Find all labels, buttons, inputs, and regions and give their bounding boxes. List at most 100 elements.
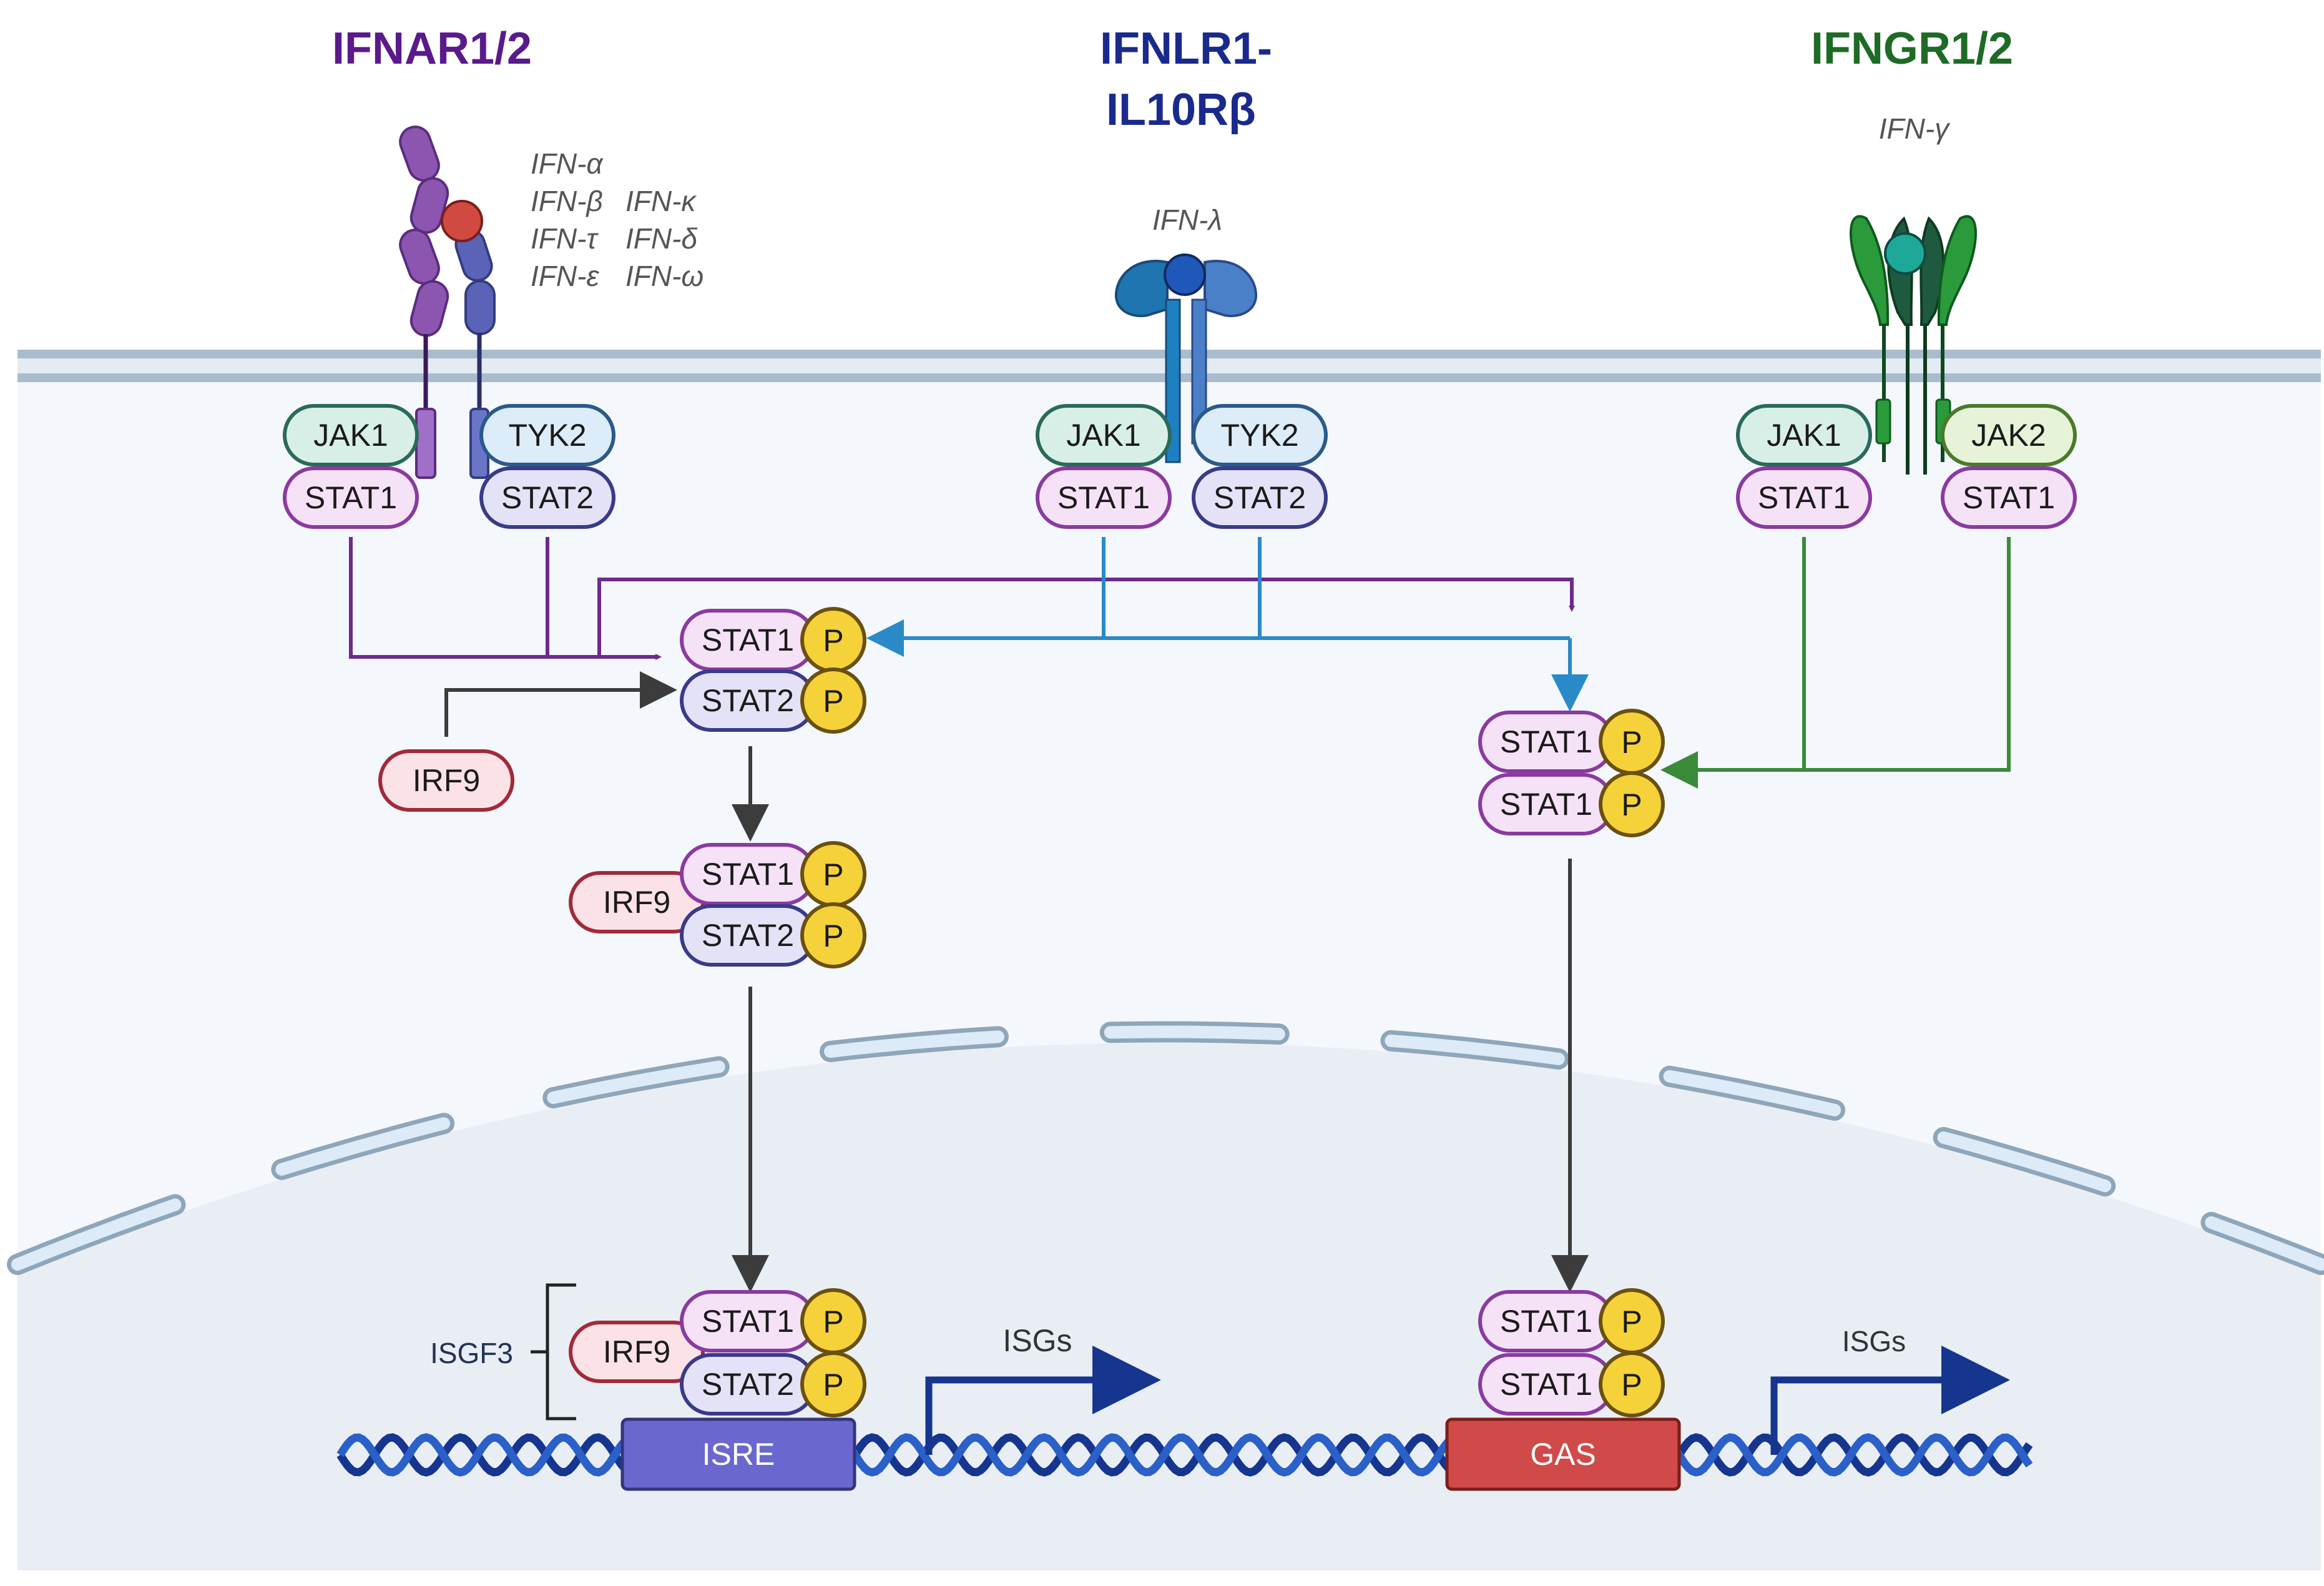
isgf3-cyto-dimer-bottom-phospho: P: [800, 902, 866, 968]
irf9-free: IRF9: [378, 749, 514, 812]
ifngr-stat1-left-label: STAT1: [1758, 480, 1850, 515]
ifnar-jak1-label: JAK1: [313, 418, 388, 453]
isgf3-label: ISGF3: [430, 1337, 513, 1369]
ifnlr-stat1-label: STAT1: [1057, 480, 1150, 515]
isgf3-cyto-dimer-top-phospho-label: P: [823, 857, 843, 892]
isgf3-cyto-dimer-top: STAT1: [680, 843, 816, 905]
ifnlr-tyk2: TYK2: [1192, 404, 1328, 466]
stat1-homodimer-top-label: STAT1: [1500, 724, 1592, 759]
ifnar-tyk2: TYK2: [479, 404, 615, 466]
ifnar-stat1-label: STAT1: [305, 480, 397, 515]
isgf3-nuc-irf9-label: IRF9: [603, 1334, 670, 1369]
isgf3-nuc-dimer-bottom-label: STAT2: [702, 1367, 794, 1402]
ifngr-jak1: JAK1: [1736, 404, 1872, 466]
stat1-stat2-dimer-bottom: STAT2: [680, 669, 816, 732]
ligand-ifn-omega: IFN-ω: [625, 260, 704, 292]
gaf-nuc-dimer-bottom: STAT1: [1478, 1353, 1614, 1416]
ifngr-stat1-right-label: STAT1: [1963, 480, 2055, 515]
stat1-stat2-dimer-top-label: STAT1: [702, 623, 794, 658]
isgf3-nuc-dimer-top: STAT1: [680, 1290, 816, 1352]
ifnlr-stat2-label: STAT2: [1213, 480, 1306, 515]
isgf3-nuc-dimer-bottom: STAT2: [680, 1353, 816, 1416]
isgs-arrow-left: ISGs: [925, 1323, 1161, 1455]
stat1-homodimer-top-phospho-label: P: [1621, 725, 1642, 760]
ifngr-stat1-left: STAT1: [1736, 466, 1872, 529]
isre-element: ISRE: [620, 1417, 856, 1491]
ifnar-arrows: [349, 537, 1575, 660]
gaf-nuc-dimer-bottom-phospho-label: P: [1621, 1367, 1642, 1402]
ifnlr-jak1-label: JAK1: [1066, 418, 1141, 453]
ligand-ifn-tau: IFN-τ: [531, 222, 599, 255]
stat1-homodimer-top-phospho: P: [1599, 709, 1665, 775]
isgf3-cyto-dimer-bottom-label: STAT2: [702, 918, 794, 953]
gray-arrows: [444, 671, 1589, 1293]
isgf3-nuc-dimer-top-label: STAT1: [702, 1304, 794, 1339]
isgs-label-right: ISGs: [1842, 1325, 1906, 1357]
ifngr-jak2: JAK2: [1941, 404, 2077, 466]
gaf-nuc-dimer-top-phospho: P: [1599, 1288, 1665, 1354]
isgf3-nuc-dimer-top-phospho-label: P: [823, 1304, 843, 1339]
ifngr-arrows: [1660, 537, 2011, 789]
stat1-stat2-dimer-bottom-phospho: P: [800, 667, 866, 734]
ligand-ifn-gamma: IFN-γ: [1879, 112, 1951, 145]
ifnlr-tyk2-label: TYK2: [1220, 418, 1298, 453]
stat1-stat2-dimer-bottom-label: STAT2: [702, 683, 794, 718]
stat1-stat2-dimer-top-phospho: P: [800, 607, 866, 673]
gas-element: GAS: [1445, 1417, 1681, 1491]
irf9-free-label: IRF9: [413, 763, 480, 798]
gaf-nuc-dimer-top: STAT1: [1478, 1290, 1614, 1352]
ifnlr-title-line2: IL10Rβ: [1106, 85, 1256, 135]
ifngr-stat1-right: STAT1: [1941, 466, 2077, 529]
isgf3-nuc-irf9: IRF9: [569, 1321, 705, 1383]
isgs-arrow-right: ISGs: [1770, 1325, 2010, 1455]
isgf3-cyto-dimer-bottom-phospho-label: P: [823, 919, 843, 953]
isgf3-nuc-dimer-bottom-phospho: P: [800, 1351, 866, 1417]
stat1-homodimer-top: STAT1: [1478, 711, 1614, 773]
stat1-stat2-dimer-top: STAT1: [680, 609, 816, 671]
ifnlr-jak1: JAK1: [1036, 404, 1172, 466]
isgf3-nuc-dimer-top-phospho: P: [800, 1288, 866, 1354]
ifnlr-stat2: STAT2: [1192, 466, 1328, 529]
isre-label: ISRE: [702, 1437, 775, 1472]
ligand-ifn-alpha: IFN-α: [531, 147, 604, 180]
ifnlr-arrows: [866, 537, 1589, 712]
ifnlr-stat1: STAT1: [1036, 466, 1172, 529]
ifnar-stat1: STAT1: [283, 466, 419, 529]
gaf-nuc-dimer-top-phospho-label: P: [1621, 1304, 1642, 1339]
ligand-ifn-delta: IFN-δ: [625, 222, 697, 255]
ifnar-stat2-label: STAT2: [501, 480, 594, 515]
isgf3-cyto-dimer-bottom: STAT2: [680, 904, 816, 967]
isgf3-cyto-dimer-top-label: STAT1: [702, 857, 794, 892]
stat1-homodimer-bottom-phospho: P: [1599, 771, 1665, 837]
ifngr-jak2-label: JAK2: [1971, 418, 2046, 453]
isgf3-nuc-dimer-bottom-phospho-label: P: [823, 1367, 843, 1402]
isgf3-cyto-dimer-top-phospho: P: [800, 841, 866, 907]
isgs-label-left: ISGs: [1003, 1323, 1072, 1358]
ifngr-title: IFNGR1/2: [1811, 24, 2013, 74]
ifnlr-receptor: [1114, 254, 1258, 463]
ifnar-jak1: JAK1: [283, 404, 419, 466]
stat1-homodimer-bottom-phospho-label: P: [1621, 787, 1642, 822]
ifnar-tyk2-label: TYK2: [508, 418, 586, 453]
isgf3-cyto-irf9: IRF9: [569, 871, 705, 933]
ligand-ifn-kappa: IFN-κ: [625, 185, 697, 217]
isgf3-cyto-irf9-label: IRF9: [603, 885, 670, 920]
ifngr-jak1-label: JAK1: [1767, 418, 1841, 453]
stat1-stat2-dimer-top-phospho-label: P: [823, 623, 843, 658]
ligand-ifn-beta: IFN-β: [531, 185, 603, 217]
gas-label: GAS: [1530, 1437, 1596, 1472]
ligand-ifn-lambda: IFN-λ: [1152, 204, 1222, 236]
gaf-nuc-dimer-bottom-label: STAT1: [1500, 1367, 1592, 1402]
stat1-stat2-dimer-bottom-phospho-label: P: [823, 684, 843, 719]
ifnar-receptor: [399, 126, 496, 479]
isgf3-bracket: ISGF3: [430, 1283, 576, 1421]
gaf-nuc-dimer-top-label: STAT1: [1500, 1304, 1592, 1339]
ifnar-title: IFNAR1/2: [332, 24, 532, 74]
stat1-homodimer-bottom: STAT1: [1478, 773, 1614, 835]
stat1-homodimer-bottom-label: STAT1: [1500, 787, 1592, 822]
ifnar-stat2: STAT2: [479, 466, 615, 529]
ligand-ifn-epsilon: IFN-ε: [531, 260, 599, 292]
ifnlr-title-line1: IFNLR1-: [1100, 24, 1272, 74]
